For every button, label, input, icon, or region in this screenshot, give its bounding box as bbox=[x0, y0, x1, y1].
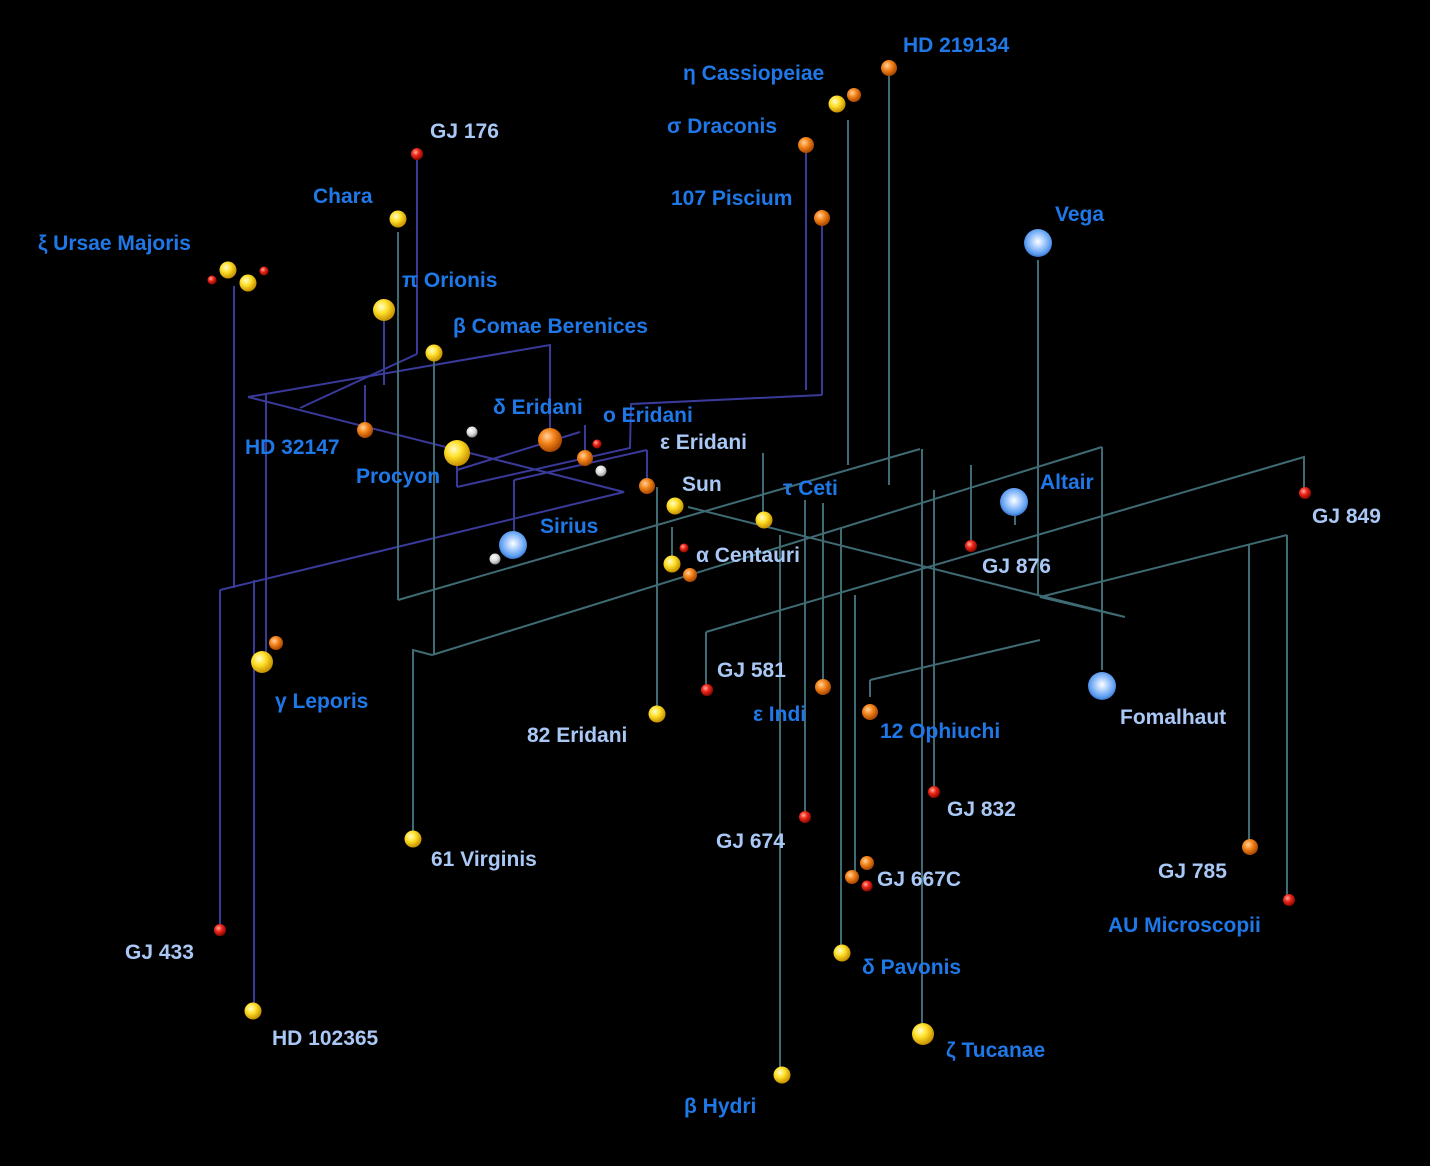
label-procyon: Procyon bbox=[356, 465, 440, 488]
label-gj-674: GJ 674 bbox=[716, 830, 785, 853]
stars-layer bbox=[207, 60, 1311, 1084]
star-omicron-eridani-a[interactable] bbox=[577, 450, 593, 466]
star-delta-eridani[interactable] bbox=[538, 428, 562, 452]
labels-layer: HD 219134 η Cassiopeiae σ Draconis 107 P… bbox=[38, 34, 1381, 1118]
label-fomalhaut: Fomalhaut bbox=[1120, 706, 1226, 729]
star-gj-667c-b[interactable] bbox=[845, 870, 859, 884]
star-gj-849[interactable] bbox=[1299, 487, 1311, 499]
star-beta-hydri[interactable] bbox=[773, 1066, 791, 1084]
star-eta-cassiopeiae-a[interactable] bbox=[828, 95, 846, 113]
label-vega: Vega bbox=[1055, 203, 1104, 226]
label-gj-581: GJ 581 bbox=[717, 659, 786, 682]
label-delta-pavonis: δ Pavonis bbox=[862, 956, 961, 979]
star-pi-orionis[interactable] bbox=[373, 299, 395, 321]
star-vega[interactable] bbox=[1024, 229, 1052, 257]
star-gj-433[interactable] bbox=[214, 924, 226, 936]
label-omicron-eridani: ο Eridani bbox=[603, 404, 693, 427]
label-epsilon-eridani: ε Eridani bbox=[660, 431, 747, 454]
star-61-virginis[interactable] bbox=[404, 830, 422, 848]
star-epsilon-indi[interactable] bbox=[815, 679, 831, 695]
star-sirius-b[interactable] bbox=[489, 553, 501, 565]
star-hd-219134[interactable] bbox=[881, 60, 897, 76]
star-alpha-centauri-a[interactable] bbox=[663, 555, 681, 573]
label-gj-433: GJ 433 bbox=[125, 941, 194, 964]
star-beta-comae-berenices[interactable] bbox=[425, 344, 443, 362]
label-zeta-tucanae: ζ Tucanae bbox=[946, 1039, 1045, 1062]
label-xi-ursae-majoris: ξ Ursae Majoris bbox=[38, 232, 191, 255]
star-12-ophiuchi[interactable] bbox=[862, 704, 878, 720]
star-sirius-a[interactable] bbox=[499, 531, 527, 559]
star-xi-ursae-majoris-a[interactable] bbox=[219, 261, 237, 279]
star-eta-cassiopeiae-b[interactable] bbox=[847, 88, 861, 102]
label-hd-32147: HD 32147 bbox=[245, 436, 340, 459]
label-beta-comae-berenices: β Comae Berenices bbox=[453, 315, 648, 338]
label-gamma-leporis: γ Leporis bbox=[275, 690, 368, 713]
star-gj-667c-c[interactable] bbox=[861, 880, 873, 892]
star-alpha-centauri-c[interactable] bbox=[679, 543, 689, 553]
label-61-virginis: 61 Virginis bbox=[431, 848, 537, 871]
star-hd-102365[interactable] bbox=[244, 1002, 262, 1020]
label-beta-hydri: β Hydri bbox=[684, 1095, 756, 1118]
label-alpha-centauri: α Centauri bbox=[696, 544, 800, 567]
star-procyon-a[interactable] bbox=[444, 440, 470, 466]
star-107-piscium[interactable] bbox=[814, 210, 830, 226]
star-gamma-leporis-b[interactable] bbox=[269, 636, 283, 650]
label-gj-876: GJ 876 bbox=[982, 555, 1051, 578]
label-epsilon-indi: ε Indi bbox=[753, 703, 806, 726]
label-sirius: Sirius bbox=[540, 515, 598, 538]
star-gj-667c-a[interactable] bbox=[860, 856, 874, 870]
label-gj-176: GJ 176 bbox=[430, 120, 499, 143]
star-xi-ursae-majoris-b[interactable] bbox=[239, 274, 257, 292]
star-82-eridani[interactable] bbox=[648, 705, 666, 723]
star-gj-876[interactable] bbox=[965, 540, 977, 552]
star-zeta-tucanae[interactable] bbox=[912, 1023, 934, 1045]
star-tau-ceti[interactable] bbox=[755, 511, 773, 529]
label-82-eridani: 82 Eridani bbox=[527, 724, 627, 747]
star-chara[interactable] bbox=[389, 210, 407, 228]
star-hd-32147[interactable] bbox=[357, 422, 373, 438]
label-altair: Altair bbox=[1040, 471, 1094, 494]
star-gj-785[interactable] bbox=[1242, 839, 1258, 855]
label-gj-832: GJ 832 bbox=[947, 798, 1016, 821]
label-tau-ceti: τ Ceti bbox=[783, 477, 838, 500]
star-delta-pavonis[interactable] bbox=[833, 944, 851, 962]
star-omicron-eridani-b[interactable] bbox=[592, 439, 602, 449]
star-gj-176[interactable] bbox=[411, 148, 423, 160]
label-sun: Sun bbox=[682, 473, 722, 496]
star-alpha-centauri-b[interactable] bbox=[683, 568, 697, 582]
label-hd-219134: HD 219134 bbox=[903, 34, 1010, 57]
label-12-ophiuchi: 12 Ophiuchi bbox=[880, 720, 1000, 743]
galactic-plane-grid-north bbox=[219, 146, 823, 1012]
label-gj-849: GJ 849 bbox=[1312, 505, 1381, 528]
label-hd-102365: HD 102365 bbox=[272, 1027, 379, 1050]
star-altair[interactable] bbox=[1000, 488, 1028, 516]
label-eta-cassiopeiae: η Cassiopeiae bbox=[683, 62, 824, 85]
star-omicron-eridani-c[interactable] bbox=[595, 465, 607, 477]
label-au-microscopii: AU Microscopii bbox=[1108, 914, 1261, 937]
label-107-piscium: 107 Piscium bbox=[671, 187, 792, 210]
star-gamma-leporis-a[interactable] bbox=[251, 651, 273, 673]
galactic-plane-grid-south bbox=[397, 70, 1305, 1075]
star-sigma-draconis[interactable] bbox=[798, 137, 814, 153]
star-gj-832[interactable] bbox=[928, 786, 940, 798]
star-procyon-b[interactable] bbox=[466, 426, 478, 438]
star-xi-ursae-majoris-d[interactable] bbox=[259, 266, 269, 276]
star-au-microscopii[interactable] bbox=[1283, 894, 1295, 906]
star-fomalhaut[interactable] bbox=[1088, 672, 1116, 700]
label-delta-eridani: δ Eridani bbox=[493, 396, 583, 419]
label-gj-785: GJ 785 bbox=[1158, 860, 1227, 883]
label-pi-orionis: π Orionis bbox=[402, 269, 497, 292]
label-sigma-draconis: σ Draconis bbox=[667, 115, 777, 138]
star-sun[interactable] bbox=[666, 497, 684, 515]
star-gj-581[interactable] bbox=[701, 684, 713, 696]
star-epsilon-eridani[interactable] bbox=[639, 478, 655, 494]
label-chara: Chara bbox=[313, 185, 373, 208]
label-gj-667c: GJ 667C bbox=[877, 868, 961, 891]
star-gj-674[interactable] bbox=[799, 811, 811, 823]
star-xi-ursae-majoris-c[interactable] bbox=[207, 275, 217, 285]
